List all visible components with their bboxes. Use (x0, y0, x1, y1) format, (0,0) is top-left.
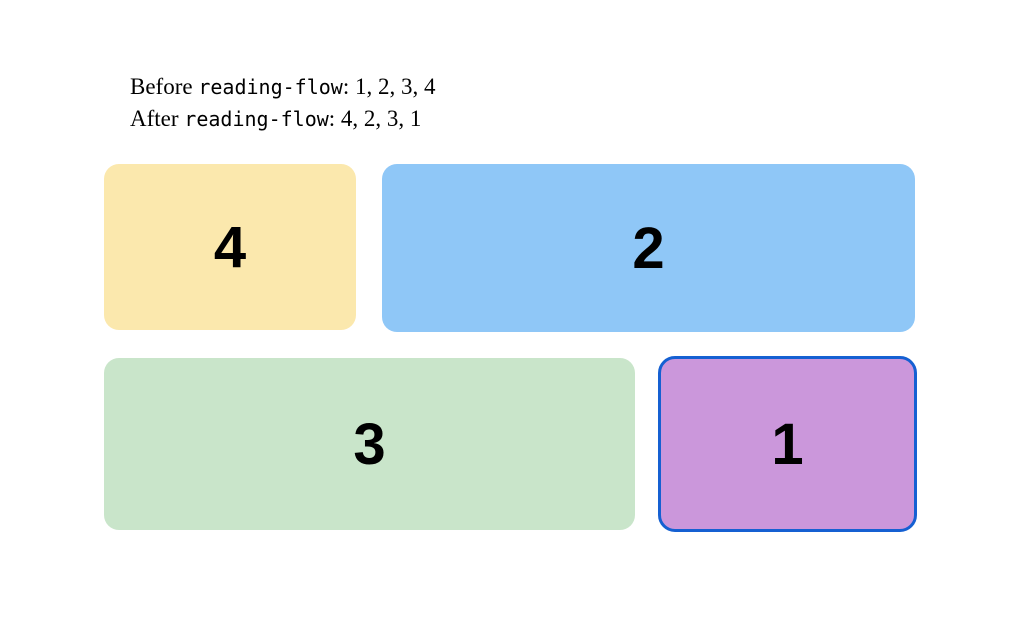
caption-before-order: : 1, 2, 3, 4 (342, 74, 436, 99)
grid-item-4[interactable]: 4 (104, 164, 356, 330)
caption-after-order: : 4, 2, 3, 1 (328, 106, 422, 131)
grid-item-4-label: 4 (213, 214, 247, 280)
grid-item-3[interactable]: 3 (104, 358, 635, 530)
grid-item-2-label: 2 (632, 215, 665, 281)
caption-after-line: After reading-flow: 4, 2, 3, 1 (130, 103, 435, 135)
caption-before-prefix: Before (130, 74, 199, 99)
grid-item-2[interactable]: 2 (382, 164, 915, 332)
caption-after-prefix: After (130, 106, 185, 131)
caption-before-code: reading-flow (198, 75, 343, 99)
grid-item-3-label: 3 (353, 411, 386, 477)
grid-item-1-focused[interactable]: 1 (658, 356, 917, 532)
grid-item-1-label: 1 (771, 411, 804, 477)
caption: Before reading-flow: 1, 2, 3, 4 After re… (130, 71, 435, 135)
caption-after-code: reading-flow (184, 107, 329, 131)
caption-before-line: Before reading-flow: 1, 2, 3, 4 (130, 71, 435, 103)
